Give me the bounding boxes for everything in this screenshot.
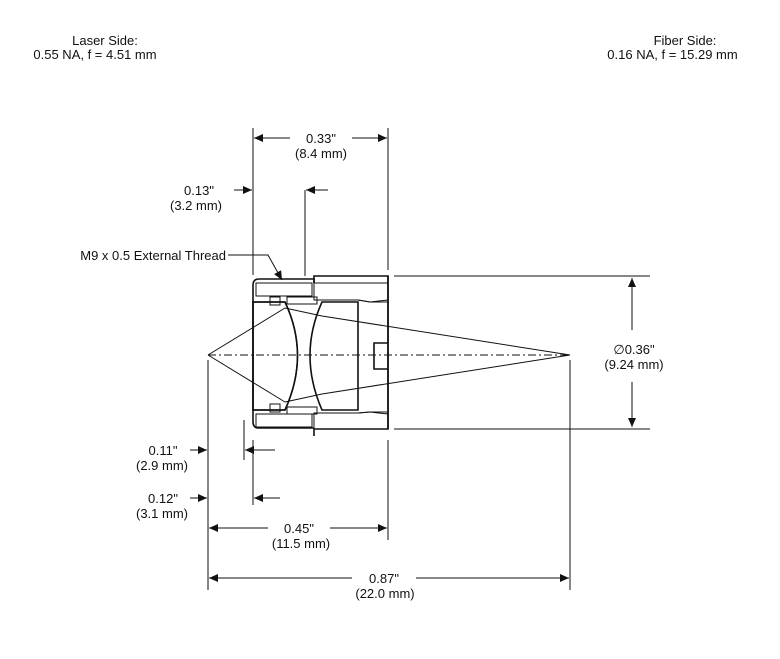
dim-diameter-mm: (9.24 mm): [604, 357, 664, 372]
fiber-side-title: Fiber Side:: [653, 33, 717, 48]
fiber-side-lens: [309, 301, 359, 411]
dim-laser-offset-in: 0.12": [148, 491, 178, 506]
dim-laser-wd-in: 0.11": [148, 443, 178, 458]
dim-laser-offset-mm: (3.1 mm): [136, 506, 188, 521]
laser-side-title: Laser Side:: [72, 33, 138, 48]
extension-lines: [207, 128, 650, 590]
ray-trace: [207, 307, 571, 403]
laser-side-lens: [252, 301, 299, 411]
fiber-side-spec: 0.16 NA, f = 15.29 mm: [607, 47, 738, 62]
laser-side-spec: 0.55 NA, f = 4.51 mm: [33, 47, 157, 62]
housing-body: [313, 275, 389, 436]
dim-total-in: 0.87": [369, 571, 399, 586]
dimension-arrows: [190, 134, 636, 582]
dim-housing-length-in: 0.33": [306, 131, 336, 146]
threaded-section: [252, 278, 315, 429]
thread-callout: M9 x 0.5 External Thread: [80, 248, 226, 263]
dim-laser-wd-mm: (2.9 mm): [136, 458, 188, 473]
dim-housing-length-mm: (8.4 mm): [295, 146, 347, 161]
dim-thread-length-mm: (3.2 mm): [170, 198, 222, 213]
dim-thread-length-in: 0.13": [184, 183, 214, 198]
dim-diameter-in: ∅0.36": [613, 342, 655, 357]
dim-focus-to-end-in: 0.45": [284, 521, 314, 536]
dim-total-mm: (22.0 mm): [355, 586, 415, 601]
dim-focus-to-end-mm: (11.5 mm): [271, 536, 331, 551]
spacer-ring: [286, 296, 318, 415]
